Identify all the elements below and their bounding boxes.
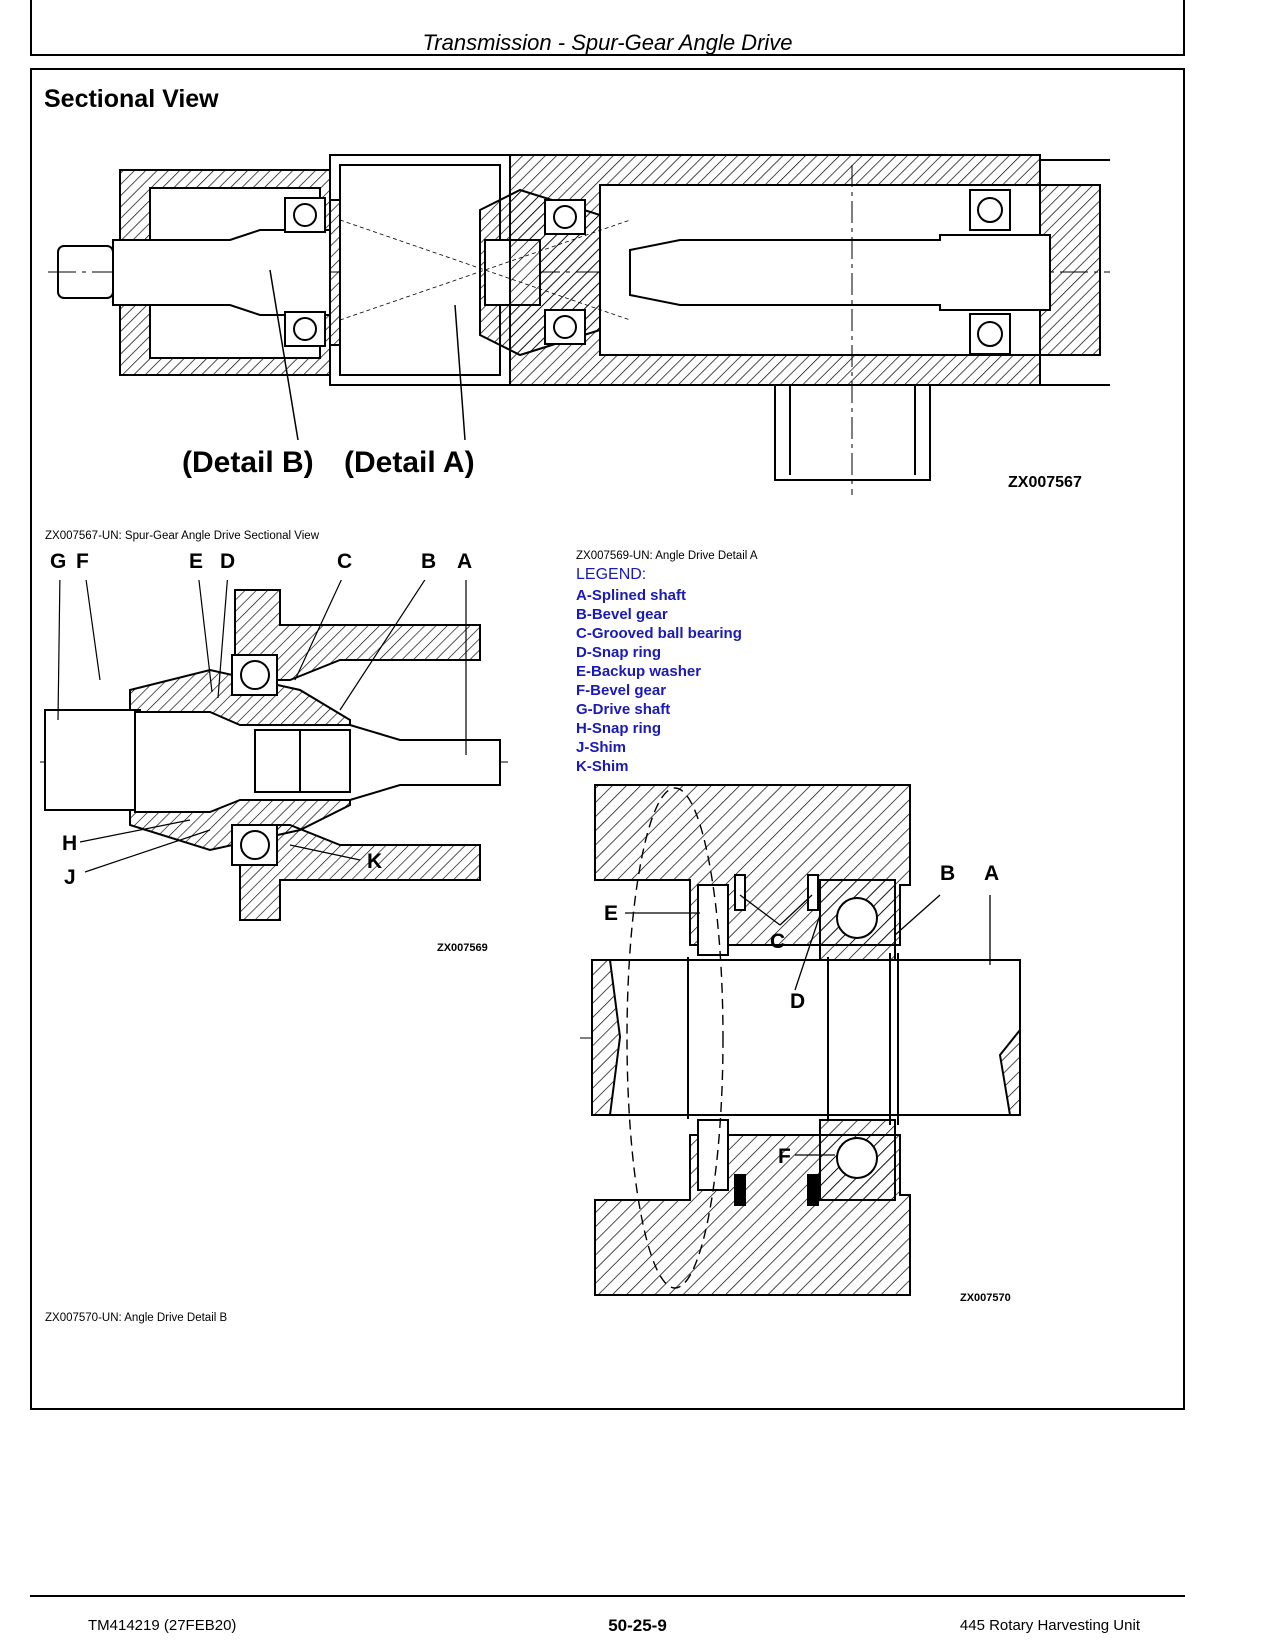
- figure-caption-main: ZX007567-UN: Spur-Gear Angle Drive Secti…: [45, 530, 320, 542]
- detail-b-label-b: B: [940, 862, 956, 885]
- header-frame: [30, 0, 1185, 56]
- legend-list: A-Splined shaft B-Bevel gear C-Grooved b…: [576, 586, 742, 776]
- detail-b-label-e: E: [604, 902, 619, 925]
- detail-b-label-f: F: [778, 1145, 791, 1168]
- detail-b-drawing: [580, 784, 1021, 1296]
- page-header-title: Transmission - Spur-Gear Angle Drive: [422, 30, 793, 55]
- figure-code-detail-b: ZX007570: [960, 1292, 1011, 1304]
- label-e: E: [189, 550, 204, 573]
- label-k: K: [367, 850, 383, 873]
- legend-title: LEGEND:: [576, 566, 647, 583]
- detail-b-callout: (Detail B): [182, 446, 314, 479]
- label-d: D: [220, 550, 236, 573]
- legend-item: A-Splined shaft: [576, 587, 687, 604]
- content-frame: [30, 68, 1185, 1410]
- legend-item: D-Snap ring: [576, 644, 661, 661]
- label-b: B: [421, 550, 437, 573]
- footer-doc-id: TM414219 (27FEB20): [88, 1617, 237, 1634]
- section-heading: Sectional View: [44, 85, 219, 113]
- legend-item: H-Snap ring: [576, 720, 661, 737]
- sectional-view-drawing: [48, 154, 1110, 495]
- detail-b-label-d: D: [790, 990, 806, 1013]
- legend-item: G-Drive shaft: [576, 701, 671, 718]
- label-g: G: [50, 550, 67, 573]
- label-f: F: [76, 550, 89, 573]
- footer-rule: [30, 1595, 1185, 1597]
- figure-caption-detail-b: ZX007570-UN: Angle Drive Detail B: [45, 1312, 228, 1324]
- legend-item: E-Backup washer: [576, 663, 702, 680]
- figure-code-detail-a: ZX007569: [437, 942, 488, 954]
- legend-item: B-Bevel gear: [576, 606, 668, 623]
- detail-b-label-a: A: [984, 862, 1000, 885]
- detail-a-callout: (Detail A): [344, 446, 475, 479]
- figure-code-main: ZX007567: [1008, 474, 1082, 491]
- detail-b-label-c: C: [770, 930, 786, 953]
- legend-item: C-Grooved ball bearing: [576, 625, 742, 642]
- label-j: J: [64, 866, 76, 889]
- legend-item: J-Shim: [576, 739, 627, 756]
- figure-caption-detail-a: ZX007569-UN: Angle Drive Detail A: [576, 550, 758, 562]
- label-h: H: [62, 832, 78, 855]
- detail-a-drawing: [40, 580, 510, 921]
- footer-manual-title: 445 Rotary Harvesting Unit: [959, 1617, 1140, 1634]
- legend-item: K-Shim: [576, 758, 629, 775]
- footer-page-number: 50-25-9: [608, 1616, 667, 1635]
- label-a: A: [457, 550, 473, 573]
- legend-item: F-Bevel gear: [576, 682, 667, 699]
- label-c: C: [337, 550, 353, 573]
